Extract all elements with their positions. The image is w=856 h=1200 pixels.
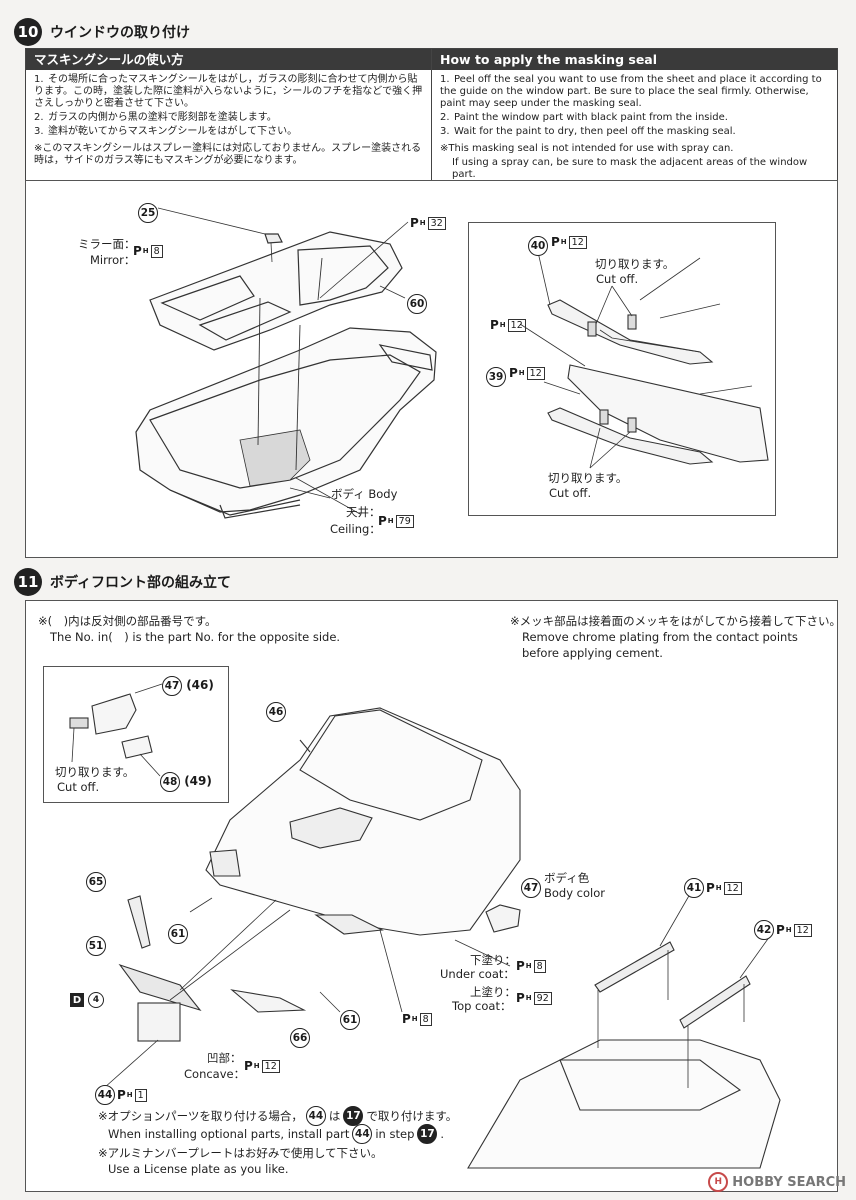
under-coat-en: Under coat：: [440, 967, 515, 981]
part-51-marker: 51: [86, 934, 106, 956]
masking-en-header: How to apply the masking seal: [432, 49, 837, 70]
part-61-marker-right: 61: [340, 1008, 360, 1030]
body-color-en: Body color: [544, 886, 606, 900]
part-60-marker: 60: [407, 292, 427, 314]
part-40-marker: 40: [528, 234, 548, 256]
concave-en: Concave：: [184, 1067, 246, 1081]
inset-cutoff-en: Cut off.: [57, 780, 100, 794]
part-46-marker: 46: [266, 700, 286, 722]
step-number: 10: [14, 18, 42, 46]
part-47-marker: 47: [521, 876, 541, 898]
cutoff-jp-bottom: 切り取ります。: [548, 471, 628, 485]
masking-jp-item-1: 1.その場所に合ったマスキングシールをはがし，ガラスの彫刻に合わせて内側から貼り…: [34, 74, 423, 109]
step-10-header: 10 ウインドウの取り付け: [14, 18, 190, 46]
masking-jp-item-3: 3.塗料が乾いてからマスキングシールをはがして下さい。: [34, 126, 298, 137]
concave-jp: 凹部：: [207, 1051, 242, 1065]
masking-jp-note: ※このマスキングシールはスプレー塗料には対応しておりません。スプレー塗装される時…: [34, 143, 422, 166]
chrome-note-en-1: Remove chrome plating from the contact p…: [522, 630, 798, 644]
masking-en-column: How to apply the masking seal 1.Peel off…: [432, 49, 837, 181]
masking-en-item-2: 2.Paint the window part with black paint…: [440, 112, 728, 123]
under-coat-jp: 下塗り：: [470, 953, 516, 967]
masking-en-note-1: ※This masking seal is not intended for u…: [440, 143, 734, 154]
masking-en-note-2: If using a spray can, be sure to mask th…: [452, 157, 808, 180]
step-title: ウインドウの取り付け: [50, 25, 190, 41]
masking-en-item-1: 1.Peel off the seal you want to use from…: [440, 74, 822, 109]
ceiling-label-jp: 天井：: [346, 505, 381, 519]
masking-en-item-3: 3.Wait for the paint to dry, then peel o…: [440, 126, 736, 137]
part-65-marker: 65: [86, 870, 106, 892]
top-coat-en: Top coat：: [452, 999, 512, 1013]
masking-seal-instructions: マスキングシールの使い方 1.その場所に合ったマスキングシールをはがし，ガラスの…: [25, 48, 838, 182]
optional-parts-en: When installing optional parts, install …: [108, 1124, 444, 1144]
license-plate-en: Use a License plate as you like.: [108, 1162, 289, 1176]
cutoff-en-bottom: Cut off.: [549, 486, 592, 500]
part-47-46-label: 47 (46): [162, 676, 214, 696]
cutoff-en-top: Cut off.: [596, 272, 639, 286]
step-number: 11: [14, 568, 42, 596]
part-25-marker: 25: [138, 201, 158, 223]
part-61-marker-left: 61: [168, 922, 188, 944]
opposite-note-en: The No. in( ) is the part No. for the op…: [50, 630, 341, 644]
chrome-note-en-2: before applying cement.: [522, 646, 663, 660]
chrome-note-jp: ※メッキ部品は接着面のメッキをはがしてから接着して下さい。: [510, 614, 841, 628]
part-66-marker: 66: [290, 1026, 310, 1048]
step-title: ボディフロント部の組み立て: [50, 575, 232, 591]
body-color-jp: ボディ色: [544, 871, 590, 885]
step-11-header: 11 ボディフロント部の組み立て: [14, 568, 231, 596]
part-39-marker: 39: [486, 365, 506, 387]
masking-jp-item-2: 2.ガラスの内側から黒の塗料で彫刻部を塗装します。: [34, 112, 277, 123]
mirror-label-jp: ミラー面：: [78, 237, 136, 251]
hobby-search-logo-icon: H: [708, 1172, 729, 1192]
masking-jp-header: マスキングシールの使い方: [26, 49, 431, 70]
masking-jp-column: マスキングシールの使い方 1.その場所に合ったマスキングシールをはがし，ガラスの…: [26, 49, 432, 181]
license-plate-jp: ※アルミナンバープレートはお好みで使用して下さい。: [98, 1146, 383, 1160]
part-48-49-label: 48 (49): [160, 772, 212, 792]
body-label: ボディ Body: [331, 487, 398, 501]
top-coat-jp: 上塗り：: [470, 985, 516, 999]
inset-cutoff-jp: 切り取ります。: [55, 765, 135, 779]
opposite-note-jp: ※( )内は反対側の部品番号です。: [38, 614, 217, 628]
mirror-label-en: Mirror：: [90, 253, 136, 267]
cutoff-jp-top: 切り取ります。: [595, 257, 675, 271]
ceiling-label-en: Ceiling：: [330, 522, 381, 536]
